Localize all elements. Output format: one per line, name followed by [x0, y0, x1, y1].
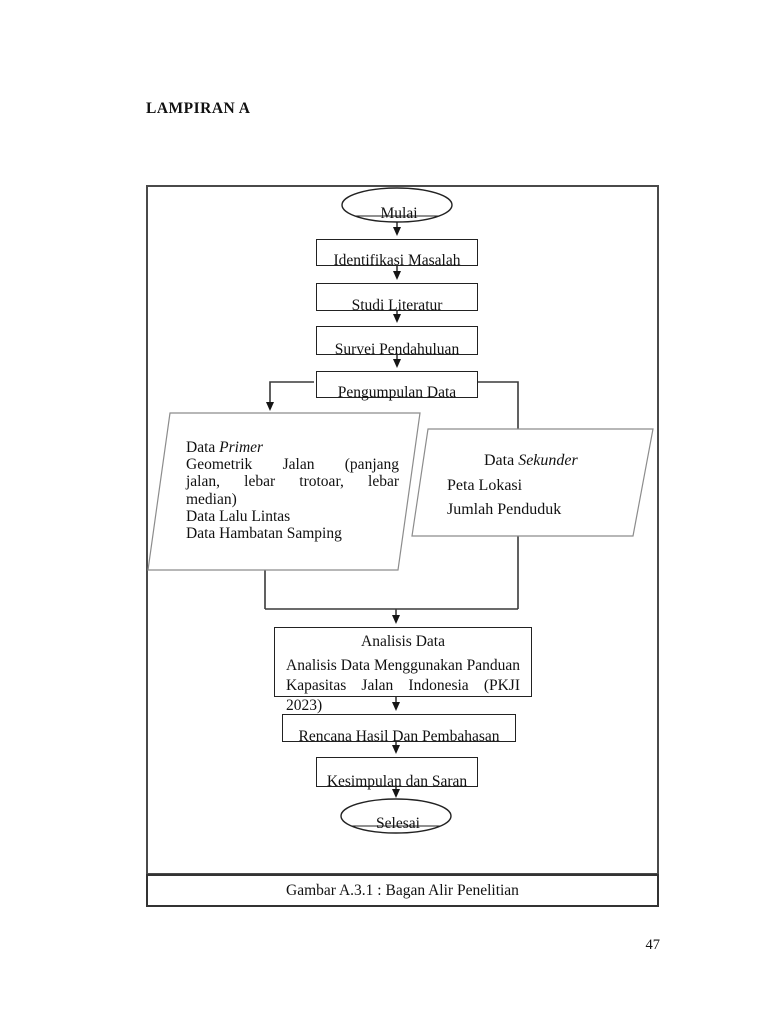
node-rencana-hasil: Rencana Hasil Dan Pembahasan — [282, 714, 516, 745]
start-label: Mulai — [380, 204, 418, 222]
node-label: Studi Literatur — [351, 296, 443, 314]
primer-title-prefix: Data — [186, 439, 216, 456]
node-label: Rencana Hasil Dan Pembahasan — [298, 727, 500, 745]
end-label: Selesai — [376, 814, 420, 832]
sekunder-data-block: Data Sekunder Peta Lokasi Jumlah Pendudu… — [447, 449, 652, 523]
sekunder-item: Peta Lokasi — [447, 476, 523, 494]
node-analisis-data: Analisis Data Analisis Data Menggunakan … — [274, 627, 532, 714]
appendix-header: LAMPIRAN A — [146, 100, 251, 117]
node-label: Survei Pendahuluan — [334, 340, 460, 358]
primer-data-block: Data Primer Geometrik Jalan (panjang jal… — [186, 439, 399, 542]
start-ellipse — [341, 187, 453, 223]
start-node: Mulai — [344, 189, 454, 222]
node-studi-literatur: Studi Literatur — [316, 283, 478, 314]
flowchart-frame: Mulai Identifikasi Masalah Studi Literat… — [146, 185, 659, 875]
sekunder-title: Data Sekunder — [447, 449, 652, 474]
sekunder-title-prefix: Data — [484, 452, 515, 469]
node-label: Pengumpulan Data — [337, 383, 457, 401]
analysis-detail-line: Analisis Data Menggunakan Panduan — [286, 657, 520, 674]
primer-detail-line: median) — [186, 490, 237, 508]
page-number: 47 — [645, 937, 661, 953]
node-label: Kesimpulan dan Saran — [326, 772, 468, 790]
primer-item: Data Hambatan Samping — [186, 525, 342, 543]
primer-detail-line: jalan, lebar trotoar, lebar — [186, 473, 399, 491]
branch-left-to-primer — [266, 381, 314, 411]
node-survei-pendahuluan: Survei Pendahuluan — [316, 326, 478, 358]
primer-title-name: Primer — [219, 439, 264, 456]
end-node: Selesai — [343, 799, 453, 832]
analysis-detail-line: Kapasitas Jalan Indonesia (PKJI 2023) — [286, 677, 520, 714]
sekunder-parallelogram — [411, 428, 654, 537]
node-label: Identifikasi Masalah — [333, 251, 461, 269]
sekunder-title-name: Sekunder — [518, 452, 578, 469]
sekunder-item: Jumlah Penduduk — [447, 501, 562, 519]
flowchart-canvas — [147, 187, 654, 834]
analysis-title: Analisis Data — [361, 633, 445, 650]
end-ellipse — [340, 798, 452, 834]
node-kesimpulan-saran: Kesimpulan dan Saran — [316, 757, 478, 790]
figure-caption-box: Gambar A.3.1 : Bagan Alir Penelitian — [146, 874, 659, 907]
primer-detail-line: Geometrik Jalan (panjang — [186, 456, 399, 474]
figure-caption: Gambar A.3.1 : Bagan Alir Penelitian — [286, 881, 519, 899]
primer-parallelogram — [147, 412, 421, 571]
primer-title: Data Primer — [186, 439, 399, 456]
node-pengumpulan-data: Pengumpulan Data — [316, 371, 478, 401]
primer-item: Data Lalu Lintas — [186, 507, 291, 525]
node-identifikasi-masalah: Identifikasi Masalah — [316, 239, 478, 269]
